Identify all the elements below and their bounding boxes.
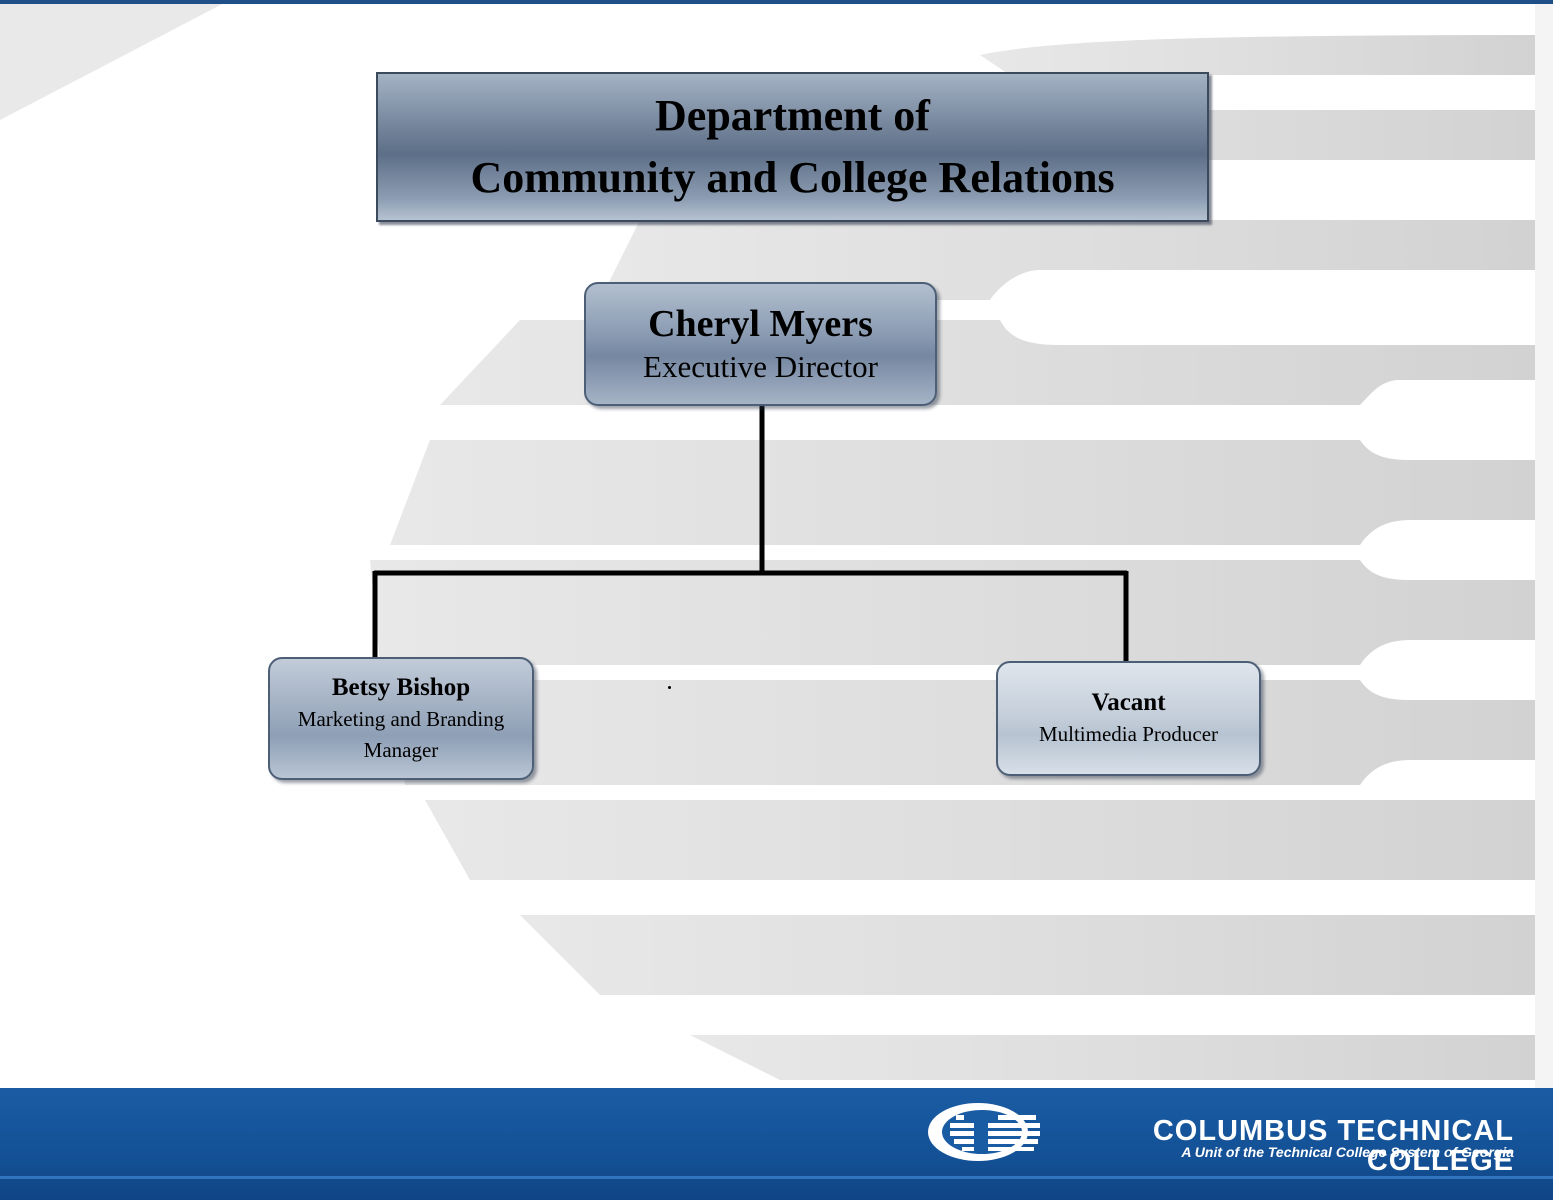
title-line-2: Community and College Relations xyxy=(470,153,1115,202)
footer-accent-line xyxy=(0,1176,1553,1179)
executive-name: Cheryl Myers xyxy=(648,303,873,345)
report-title-line-1: Marketing and Branding xyxy=(297,706,505,731)
stray-dot xyxy=(668,686,671,689)
department-title-box: Department of Community and College Rela… xyxy=(376,72,1209,222)
college-tagline: A Unit of the Technical College System o… xyxy=(1181,1144,1514,1160)
columbus-tech-logo-icon xyxy=(928,1103,1040,1161)
footer-band xyxy=(0,1088,1553,1200)
college-name: COLUMBUS TECHNICAL COLLEGE xyxy=(1152,1115,1514,1177)
report-name: Vacant xyxy=(1091,689,1166,716)
executive-title: Executive Director xyxy=(643,349,878,384)
title-line-1: Department of xyxy=(655,91,930,140)
node-executive-director[interactable]: Cheryl Myers Executive Director xyxy=(584,282,937,406)
report-title-line-2: Manager xyxy=(363,737,439,762)
report-title-line-1: Multimedia Producer xyxy=(1038,722,1219,746)
top-border xyxy=(0,0,1553,4)
node-multimedia-producer[interactable]: Vacant Multimedia Producer xyxy=(996,661,1261,776)
report-name: Betsy Bishop xyxy=(331,673,471,701)
node-marketing-manager[interactable]: Betsy Bishop Marketing and Branding Mana… xyxy=(268,657,534,780)
